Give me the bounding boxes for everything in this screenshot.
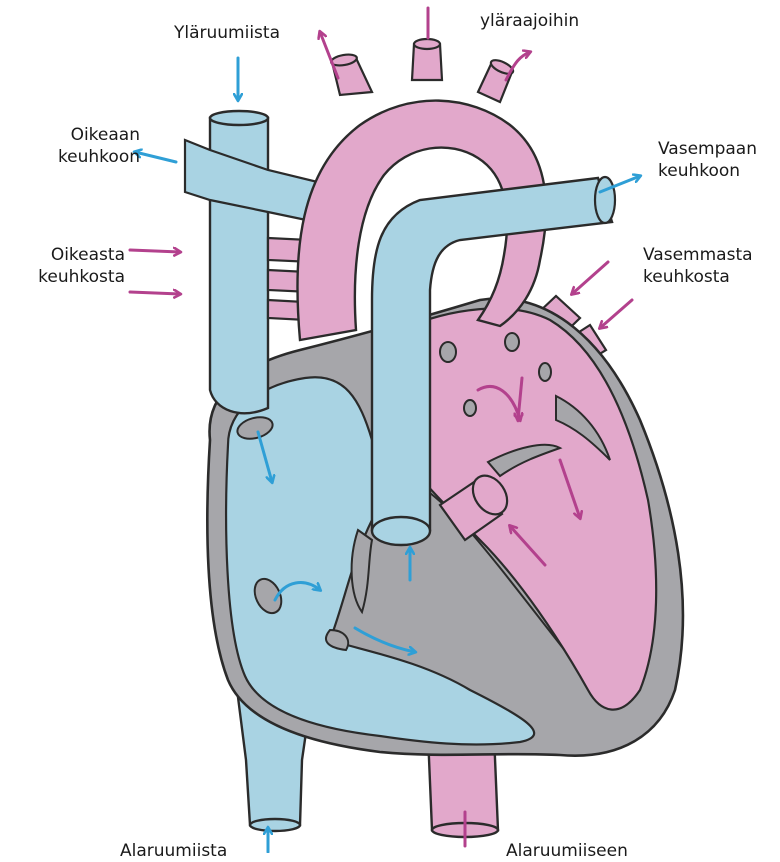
inferior-vena-cava-opening	[250, 819, 300, 831]
label-to-upper-limbs: yläraajoihin	[480, 10, 579, 32]
label-to-right-lung: Oikeaan keuhkoon	[20, 124, 140, 168]
label-from-right-lung-line2: keuhkosta	[10, 266, 125, 288]
arrow-upper-left-branch	[320, 32, 338, 78]
superior-vena-cava-opening	[210, 111, 268, 125]
label-inferior-vena-cava: Alaruumiista	[120, 840, 227, 862]
label-superior-vena-cava: Yläruumiista	[162, 22, 292, 44]
label-to-lower-body: Alaruumiiseen	[506, 840, 628, 862]
pulmonary-valve-opening	[372, 517, 430, 545]
label-from-left-lung-line1: Vasemmasta	[643, 244, 753, 266]
arrow-from-left-lung-1	[572, 262, 608, 294]
arrow-from-right-lung-2	[130, 292, 180, 294]
label-from-right-lung: Oikeasta keuhkosta	[10, 244, 125, 288]
aortic-branches	[330, 39, 515, 102]
left-pulmonary-artery-opening	[595, 177, 615, 223]
arrow-to-right-lung	[135, 152, 176, 162]
label-to-left-lung-line2: keuhkoon	[658, 160, 757, 182]
arrow-from-left-lung-2	[600, 300, 632, 328]
label-from-right-lung-line1: Oikeasta	[10, 244, 125, 266]
arrow-from-right-lung-1	[130, 250, 180, 252]
label-from-left-lung-line2: keuhkosta	[643, 266, 753, 288]
label-to-left-lung-line1: Vasempaan	[658, 138, 757, 160]
label-to-right-lung-line1: Oikeaan	[20, 124, 140, 146]
label-to-left-lung: Vasempaan keuhkoon	[658, 138, 757, 182]
label-from-left-lung: Vasemmasta keuhkosta	[643, 244, 753, 288]
label-to-right-lung-line2: keuhkoon	[20, 146, 140, 168]
